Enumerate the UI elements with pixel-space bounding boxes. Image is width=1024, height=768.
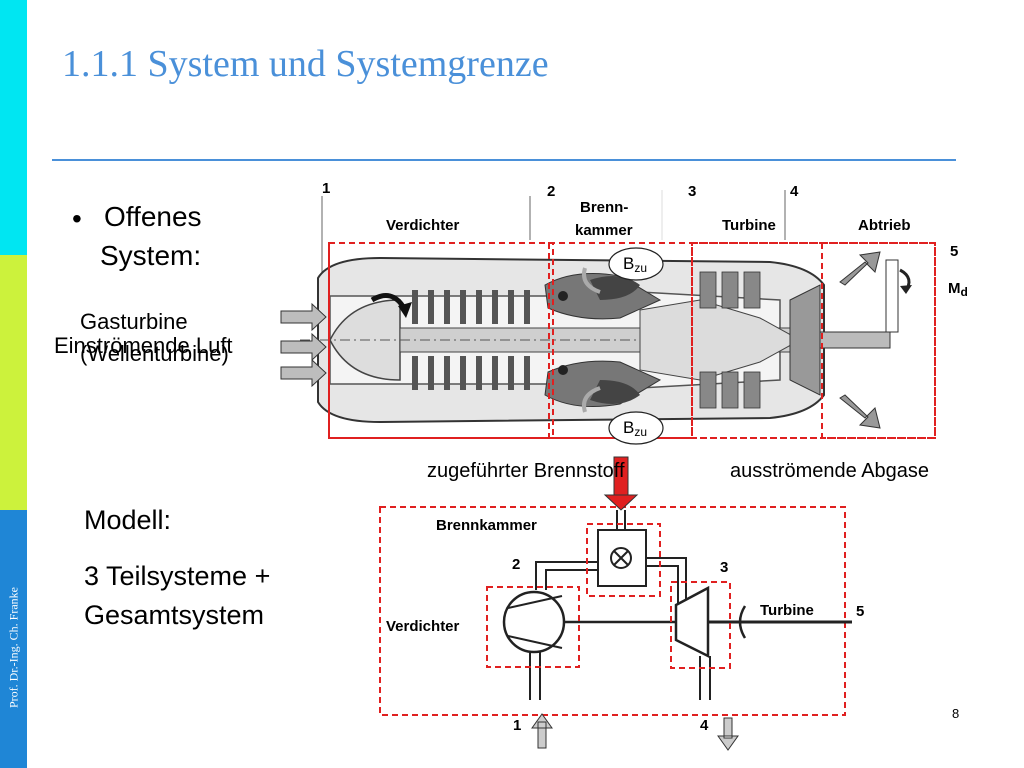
label-abtrieb: Abtrieb [858, 217, 911, 234]
page-number: 8 [952, 706, 960, 721]
label-turbine-model: Turbine [760, 602, 814, 619]
slide-title: 1.1.1 System und Systemgrenze [62, 43, 549, 85]
fuel-input-circle-top [608, 247, 664, 281]
label-wellenturbine: (Wellenturbine) [80, 341, 229, 366]
label-brennkammer-line2: kammer [575, 222, 633, 239]
label-brennkammer-line1: Brenn- [580, 199, 629, 216]
label-ausstroemende-abgase: ausströmende Abgase [730, 460, 930, 482]
fuel-input-circle-bottom [608, 411, 664, 445]
label-einstroemende-luft: Einströmende Luft [54, 333, 233, 358]
modell-line-1: 3 Teilsysteme + [84, 561, 271, 591]
station-4-top: 4 [790, 183, 799, 200]
bullet-line-2: System: [100, 240, 202, 271]
label-verdichter-top: Verdichter [386, 217, 460, 234]
station-1-top: 1 [322, 180, 331, 197]
engine-section [280, 190, 912, 429]
label-brennkammer-model: Brennkammer [436, 517, 537, 534]
station-2-model: 2 [512, 556, 521, 573]
station-5-model: 5 [856, 603, 865, 620]
side-stripe-cyan [0, 0, 27, 255]
station-5-top: 5 [950, 243, 959, 260]
station-1-model: 1 [513, 717, 522, 734]
bullet-line-1: Offenes [104, 201, 202, 232]
side-stripe-lime [0, 255, 27, 510]
modell-line-2: Gesamtsystem [84, 600, 265, 630]
label-zugefuehrter-brennstoff: zugeführter Brennstoff [427, 460, 625, 482]
label-bzu-bottom: Bzu [623, 418, 648, 439]
label-bzu-top: Bzu [623, 254, 648, 275]
label-verdichter-model: Verdichter [386, 618, 460, 635]
bullet-dot: • [72, 203, 82, 234]
modell-heading: Modell: [84, 505, 172, 535]
station-4-model: 4 [700, 717, 709, 734]
station-2-top: 2 [547, 183, 556, 200]
label-gasturbine: Gasturbine [80, 309, 188, 334]
model-diagram [379, 456, 852, 751]
station-3-top: 3 [688, 183, 697, 200]
label-drehmoment: Md [948, 280, 968, 299]
station-3-model: 3 [720, 559, 729, 576]
side-stripe-blue [0, 510, 27, 768]
label-turbine-top: Turbine [722, 217, 776, 234]
title-underline [52, 159, 956, 161]
